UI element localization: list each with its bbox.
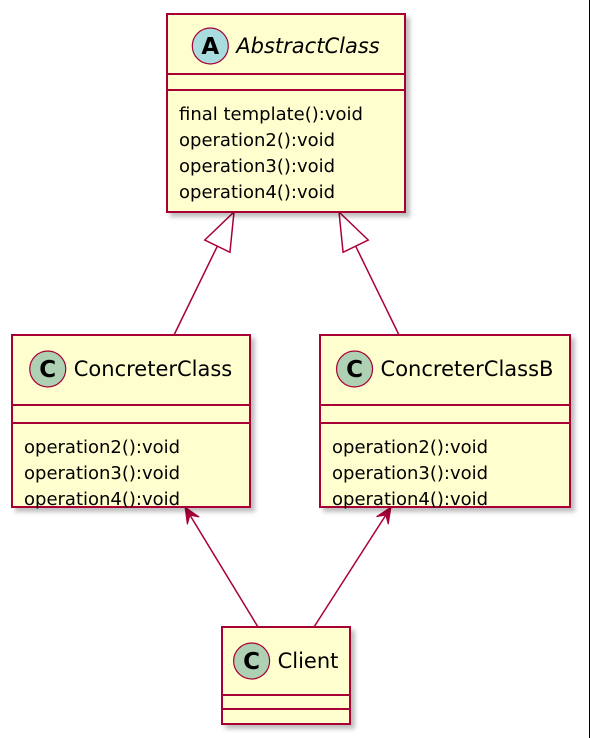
method-label: operation2():void xyxy=(179,130,335,151)
method-label: operation4():void xyxy=(332,489,488,510)
class-badge-icon xyxy=(29,350,67,388)
method-label: operation3():void xyxy=(24,463,180,484)
association-arrow-icon xyxy=(376,505,392,525)
association-arrow-icon xyxy=(184,505,200,525)
method-label: operation2():void xyxy=(24,437,180,458)
association-edge xyxy=(313,505,392,628)
class-name: Client xyxy=(278,649,339,673)
class-box-concreteA: C ConcreterClass operation2():void operatio… xyxy=(11,334,251,510)
method-label: operation3():void xyxy=(179,156,335,177)
method-label: operation2():void xyxy=(332,437,488,458)
badge-letter: C xyxy=(243,649,260,675)
method-label: operation4():void xyxy=(179,182,335,203)
method-label: final template():void xyxy=(179,104,363,125)
class-name: ConcreterClassB xyxy=(381,357,554,381)
method-label: operation3():void xyxy=(332,463,488,484)
badge-letter: A xyxy=(201,34,219,60)
class-box-concreteB: C ConcreterClassB operation2():void operati… xyxy=(319,334,571,510)
badge-letter: C xyxy=(346,357,363,383)
inheritance-edge xyxy=(173,210,235,336)
inheritance-arrow-icon xyxy=(203,210,235,254)
association-edge xyxy=(184,505,259,628)
abstract-badge-icon xyxy=(191,27,229,65)
class-box-client: C Client xyxy=(221,626,351,725)
class-name: ConcreterClass xyxy=(74,357,233,381)
class-box-abstract: A AbstractClass final template():void opera… xyxy=(166,13,406,213)
inheritance-arrow-icon xyxy=(338,210,370,254)
badge-letter: C xyxy=(39,357,56,383)
inheritance-edge xyxy=(338,210,400,336)
method-label: operation4():void xyxy=(24,489,180,510)
class-badge-icon xyxy=(335,350,374,388)
class-name: AbstractClass xyxy=(234,34,379,58)
class-badge-icon xyxy=(233,642,271,680)
